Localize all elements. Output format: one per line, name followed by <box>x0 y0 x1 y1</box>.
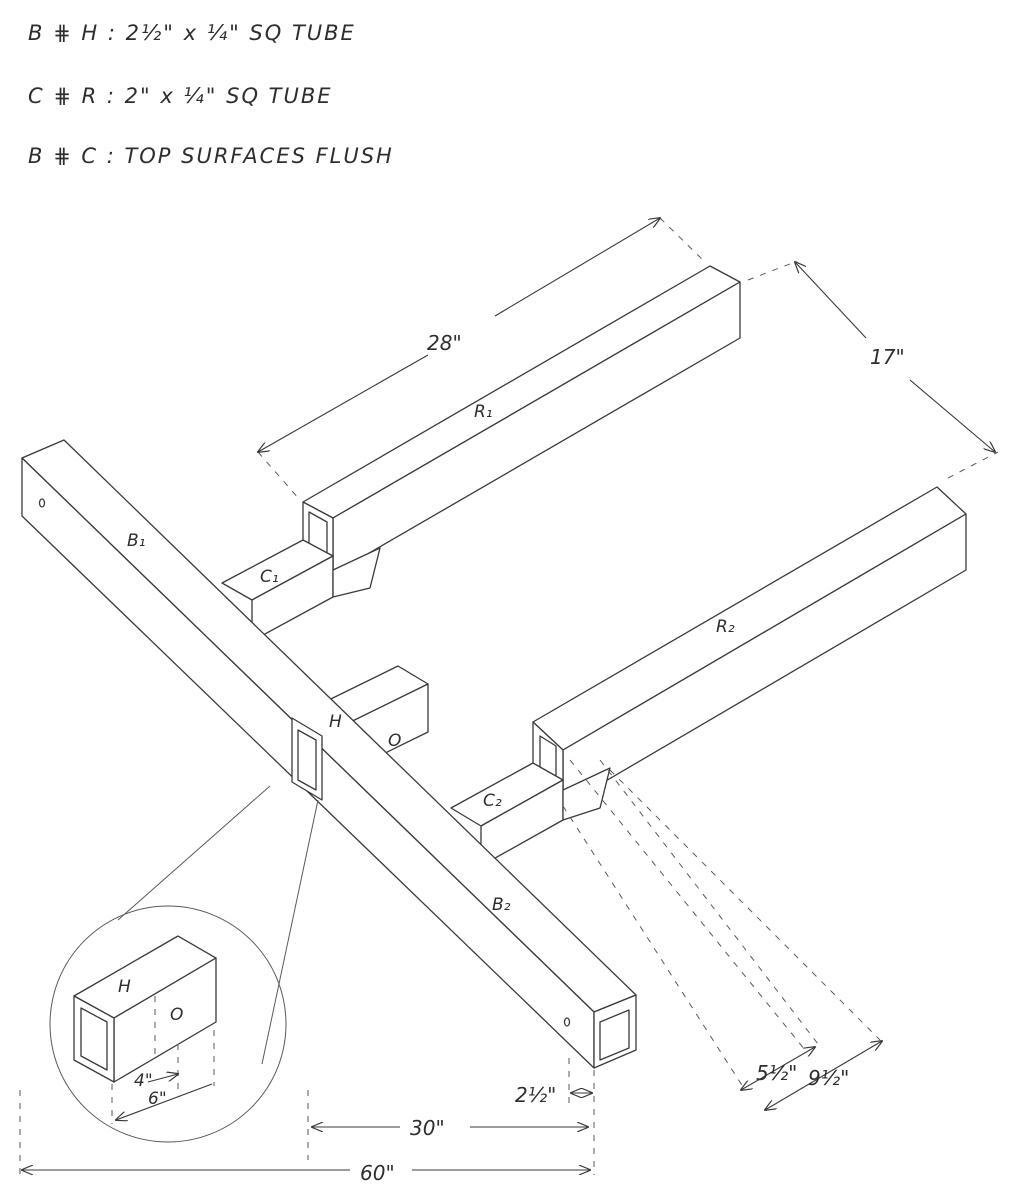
tube-r2 <box>532 486 967 807</box>
detail-callout: H O 4" 6" <box>49 785 319 1143</box>
tube-b-main-beam <box>21 439 637 1069</box>
tube-r1 <box>302 265 741 575</box>
note-line-3: B ⋕ C : TOP SURFACES FLUSH <box>28 144 394 168</box>
note-line-2: C ⋕ R : 2" x ¼" SQ TUBE <box>28 84 333 108</box>
dim-28-label: 28" <box>427 331 462 355</box>
label-b1: B₁ <box>127 531 145 551</box>
label-r2: R₂ <box>716 617 735 637</box>
dimension-28: 28" <box>258 218 707 501</box>
detail-dim-6: 6" <box>148 1089 167 1109</box>
note-line-1: B ⋕ H : 2½" x ¼" SQ TUBE <box>28 21 356 45</box>
detail-label-hole: O <box>170 1005 183 1025</box>
dimension-60: 60" <box>19 1090 590 1185</box>
dim-60-label: 60" <box>360 1161 395 1185</box>
label-r1: R₁ <box>474 402 493 422</box>
dim-17-label: 17" <box>870 345 905 369</box>
tube-c1 <box>221 539 381 642</box>
extension-lines-right: 5½" 9½" <box>562 759 882 1110</box>
material-notes: B ⋕ H : 2½" x ¼" SQ TUBE C ⋕ R : 2" x ¼"… <box>28 21 394 168</box>
detail-label-h: H <box>118 977 131 997</box>
detail-dim-4: 4" <box>134 1071 153 1091</box>
hole-b1-end <box>38 498 46 508</box>
dim-30-label: 30" <box>410 1116 445 1140</box>
dimension-2-5: 2½" <box>515 1058 595 1175</box>
label-c1: C₁ <box>260 567 279 587</box>
dim-2-5-label: 2½" <box>515 1083 556 1107</box>
label-h: H <box>329 712 342 732</box>
label-hole: O <box>388 731 401 751</box>
dimension-17: 17" <box>747 262 999 479</box>
label-c2: C₂ <box>483 791 502 811</box>
dim-9-5-label: 9½" <box>808 1066 849 1090</box>
hole-b2-end <box>563 1017 571 1027</box>
dim-5-5-label: 5½" <box>756 1061 797 1085</box>
label-b2: B₂ <box>492 895 511 915</box>
dimension-30: 30" <box>307 1090 588 1160</box>
